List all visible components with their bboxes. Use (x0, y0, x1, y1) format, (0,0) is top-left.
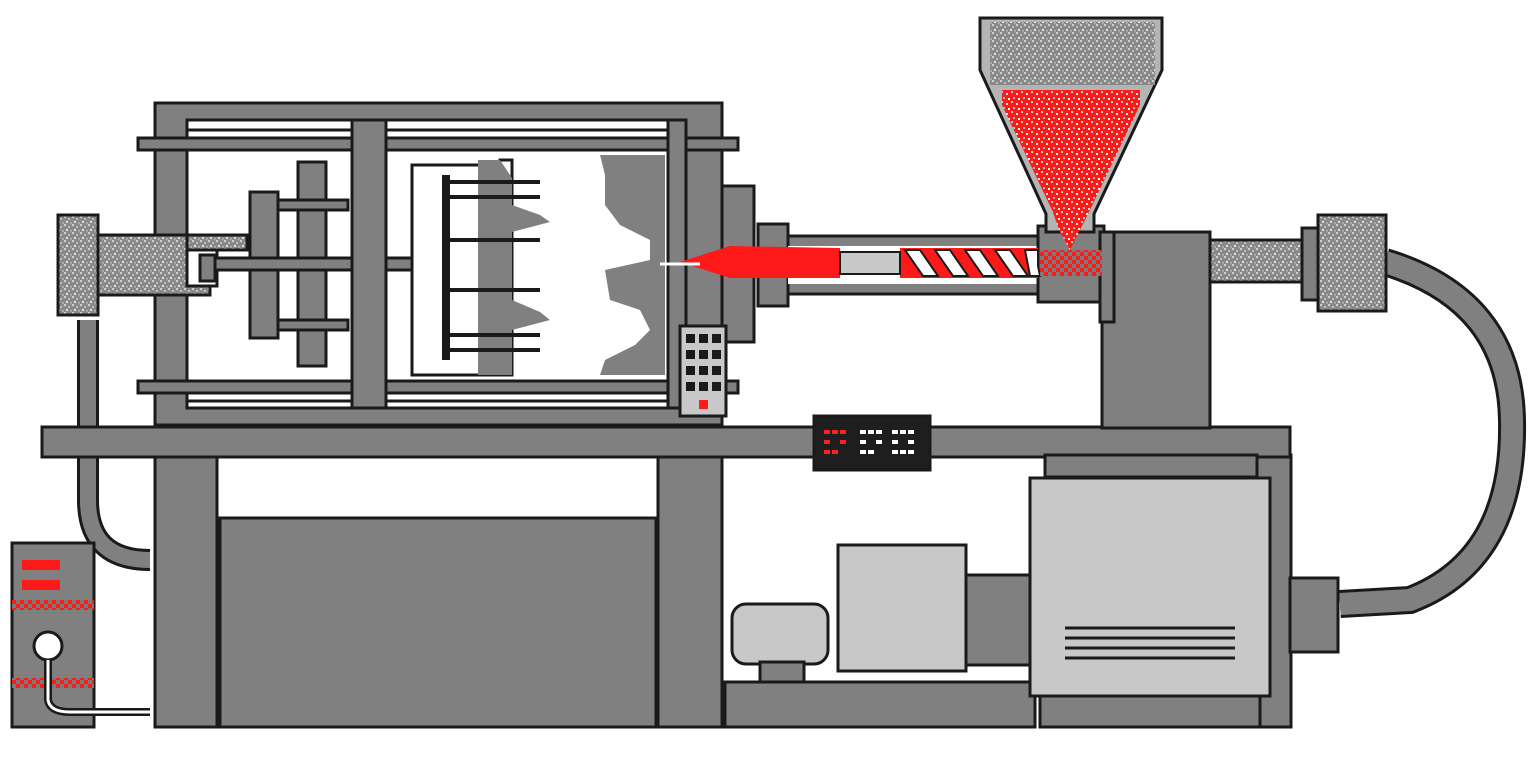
center-leg (656, 453, 724, 729)
oil-tank (730, 602, 830, 666)
clamp-cylinder-cap (56, 213, 100, 317)
heater-dial (32, 630, 64, 662)
melt-nozzle-stream (680, 246, 840, 278)
motor-base (723, 680, 1037, 729)
motor-vent-slots (1065, 626, 1235, 660)
motor-housing (1043, 453, 1259, 479)
ejector-pins (448, 180, 540, 352)
injection-cylinder-cap (1300, 226, 1320, 302)
temperature-display (812, 414, 932, 472)
electric-motor (1028, 476, 1272, 698)
control-keypad (678, 324, 728, 418)
injection-cylinder-rod (1208, 238, 1308, 284)
tie-bar-top (136, 136, 740, 152)
hydraulic-pump (836, 543, 968, 673)
injection-unit-housing (1100, 230, 1212, 430)
moving-platen (350, 118, 388, 410)
screw-and-melt (660, 246, 1102, 278)
left-leg (153, 453, 219, 729)
mold-fixed-half (600, 155, 665, 375)
machine-bed (40, 425, 1292, 459)
lower-cabinet (218, 516, 658, 729)
tie-bar-bottom (136, 379, 740, 395)
